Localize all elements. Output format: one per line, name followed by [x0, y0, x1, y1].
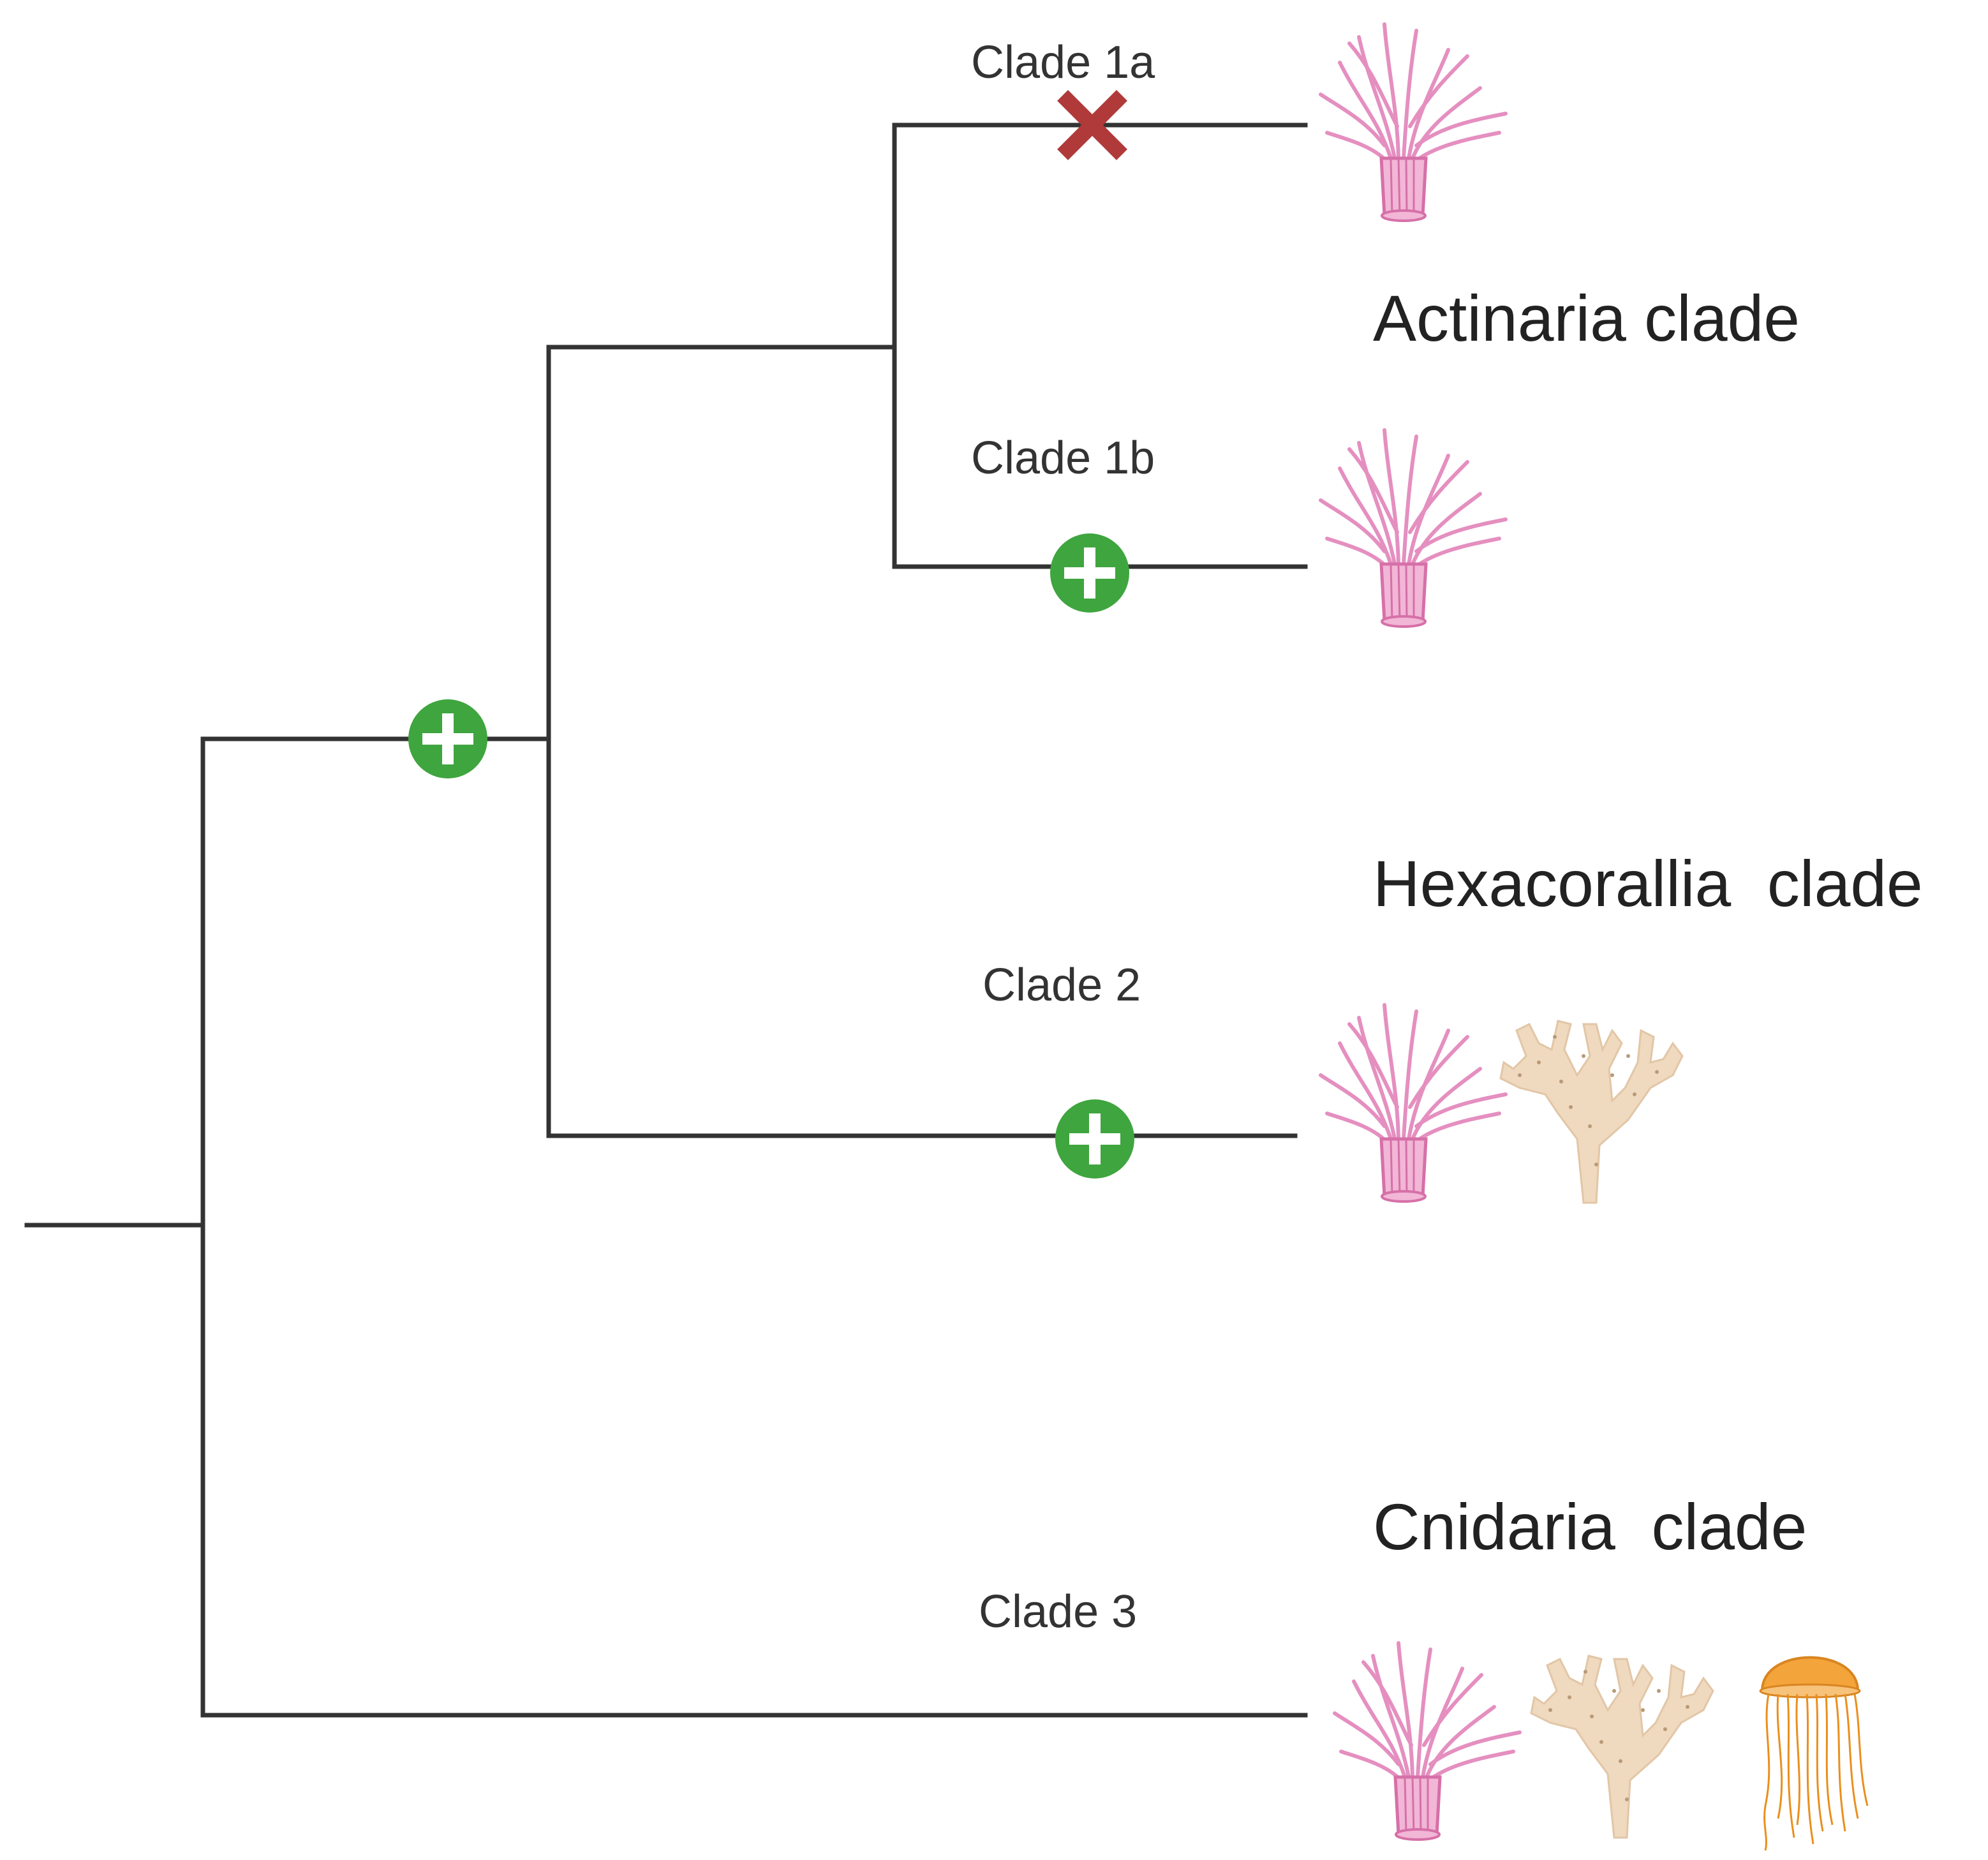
clade-2-label: Clade 2 — [983, 960, 1141, 1011]
actinaria-clade-label: Actinaria clade — [1373, 282, 1800, 355]
coral-icon — [1530, 1655, 1714, 1839]
coral-icon — [1499, 1020, 1684, 1204]
hexacorallia-clade-label: Hexacorallia clade — [1373, 847, 1923, 920]
green-plus-icon — [1050, 533, 1129, 613]
clade-1a-label: Clade 1a — [971, 37, 1155, 88]
green-plus-icon — [1055, 1099, 1134, 1179]
cnidaria-clade-label: Cnidaria clade — [1373, 1491, 1807, 1563]
sea-anemone-icon — [1335, 1643, 1520, 1840]
tree-branches — [24, 123, 1308, 1718]
clade-1b-label: Clade 1b — [971, 433, 1155, 484]
jellyfish-icon — [1759, 1656, 1869, 1852]
sea-anemone-icon — [1321, 430, 1506, 627]
sea-anemone-icon — [1321, 24, 1506, 221]
green-plus-icon — [408, 699, 487, 778]
sea-anemone-icon — [1321, 1005, 1506, 1202]
clade-3-label: Clade 3 — [979, 1586, 1137, 1637]
